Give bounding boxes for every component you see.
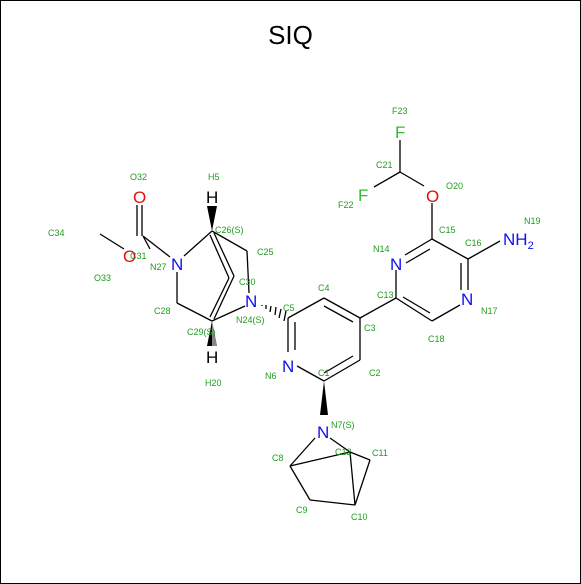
label-c11: C11 xyxy=(372,448,388,458)
atom-n14: N xyxy=(390,255,402,274)
bond-c34-o33 xyxy=(99,233,125,250)
bond-c28-c29 xyxy=(176,302,213,322)
bond-c2-c1 xyxy=(323,359,361,382)
label-c26: C26(S) xyxy=(215,225,244,235)
label-n14: N14 xyxy=(373,244,390,254)
bond-c25-n24 xyxy=(246,250,250,294)
label-c3: C3 xyxy=(364,323,376,333)
label-h20: H20 xyxy=(205,378,222,388)
bond-c30-c29 xyxy=(213,275,235,320)
bond-c4-c3 xyxy=(323,297,361,319)
bond-c12-c8 xyxy=(289,451,351,467)
label-c4: C4 xyxy=(318,283,330,293)
bond-c8-c9 xyxy=(289,465,311,501)
label-c8: C8 xyxy=(272,453,284,463)
bond-c2-c1-double xyxy=(323,355,354,374)
label-c28: C28 xyxy=(154,306,171,316)
atom-symbols: O O N N N N N N O F F H H NH2 xyxy=(123,123,534,442)
wedge-c26-h5 xyxy=(207,206,217,231)
label-c29: C29(S) xyxy=(187,327,216,337)
label-o32: O32 xyxy=(130,172,147,182)
atom-o33: O xyxy=(123,247,136,266)
atom-n24: N xyxy=(245,292,257,311)
label-c9: C9 xyxy=(296,505,308,515)
bond-c11-c10 xyxy=(354,459,371,506)
atom-o32: O xyxy=(133,188,146,207)
label-c15: C15 xyxy=(439,225,456,235)
label-c34: C34 xyxy=(48,228,65,238)
bond-c26-c30-back xyxy=(209,234,230,279)
label-c1: C1 xyxy=(318,368,330,378)
bond-c31-n27 xyxy=(142,235,171,258)
bond-n7-c8 xyxy=(289,437,316,467)
bond-n14-c15-double xyxy=(405,248,431,264)
atom-h20: H xyxy=(206,348,218,367)
bond-c9-c10 xyxy=(309,499,356,506)
bond-n27-c26 xyxy=(183,230,213,257)
label-h5: H5 xyxy=(208,172,220,182)
bond-c26-c30 xyxy=(213,232,235,277)
label-n17: N17 xyxy=(481,306,498,316)
bond-c26-c25 xyxy=(211,230,248,252)
label-n7: N7(S) xyxy=(331,420,355,430)
bond-c15-c16 xyxy=(431,238,469,260)
bond-c12-c11 xyxy=(349,451,371,461)
label-c18: C18 xyxy=(428,334,445,344)
wedge-c29-h20-shade xyxy=(212,321,217,346)
atom-n17: N xyxy=(461,290,473,309)
label-o20: O20 xyxy=(446,181,463,191)
label-n6: N6 xyxy=(265,371,277,381)
bonds xyxy=(99,140,501,506)
bond-c12-c10 xyxy=(349,451,356,506)
label-f22: F22 xyxy=(338,200,354,210)
bond-c4-c3-double xyxy=(323,305,354,323)
atom-n6: N xyxy=(282,357,294,376)
label-c21: C21 xyxy=(376,160,393,170)
label-c5: C5 xyxy=(283,303,295,313)
bond-n7-c12 xyxy=(329,437,351,453)
bond-c18-c13 xyxy=(395,297,433,322)
bond-o33-c31 xyxy=(142,235,151,250)
bond-n17-c18 xyxy=(431,304,461,322)
label-c2: C2 xyxy=(369,368,381,378)
label-n19: N19 xyxy=(524,216,541,226)
bond-c3-c13 xyxy=(359,297,397,319)
bond-n14-c15 xyxy=(404,238,433,256)
atom-nh2-main: NH xyxy=(503,230,528,249)
bond-c5-c4 xyxy=(287,297,325,319)
label-c13: C13 xyxy=(377,290,394,300)
atom-nh2-subscript: 2 xyxy=(528,240,534,252)
label-c25: C25 xyxy=(257,247,274,257)
bond-c18-c13-double xyxy=(402,296,431,314)
label-n24: N24(S) xyxy=(236,315,265,325)
label-o33: O33 xyxy=(94,273,111,283)
atom-f23: F xyxy=(395,123,405,142)
atom-nh2: NH2 xyxy=(503,230,534,252)
atom-o20: O xyxy=(426,187,439,206)
bond-c21-f22 xyxy=(373,171,401,188)
wedge-c1-n7 xyxy=(320,381,328,415)
label-n27: N27 xyxy=(150,262,167,272)
hash-bond-n24-c5 xyxy=(261,305,287,322)
atom-n7: N xyxy=(317,423,329,442)
label-c12: C12 xyxy=(335,447,352,457)
atom-f22: F xyxy=(358,186,368,205)
atom-n27: N xyxy=(171,255,183,274)
bond-c1-n6 xyxy=(296,365,325,382)
label-c30: C30 xyxy=(239,277,256,287)
bond-n24-c29 xyxy=(211,305,246,322)
atom-number-labels: O32 C34 C31 O33 N27 C28 H5 C26(S) C25 C3… xyxy=(48,106,541,522)
label-c10: C10 xyxy=(351,512,368,522)
label-c16: C16 xyxy=(465,238,482,248)
label-f23: F23 xyxy=(392,106,408,116)
bond-o20-c21 xyxy=(399,171,425,187)
label-c31: C31 xyxy=(130,251,147,261)
bond-c30-c29-back xyxy=(209,277,230,318)
bond-c16-n19 xyxy=(467,240,501,260)
atom-h5: H xyxy=(206,188,218,207)
figure-title: SIQ xyxy=(268,20,313,50)
